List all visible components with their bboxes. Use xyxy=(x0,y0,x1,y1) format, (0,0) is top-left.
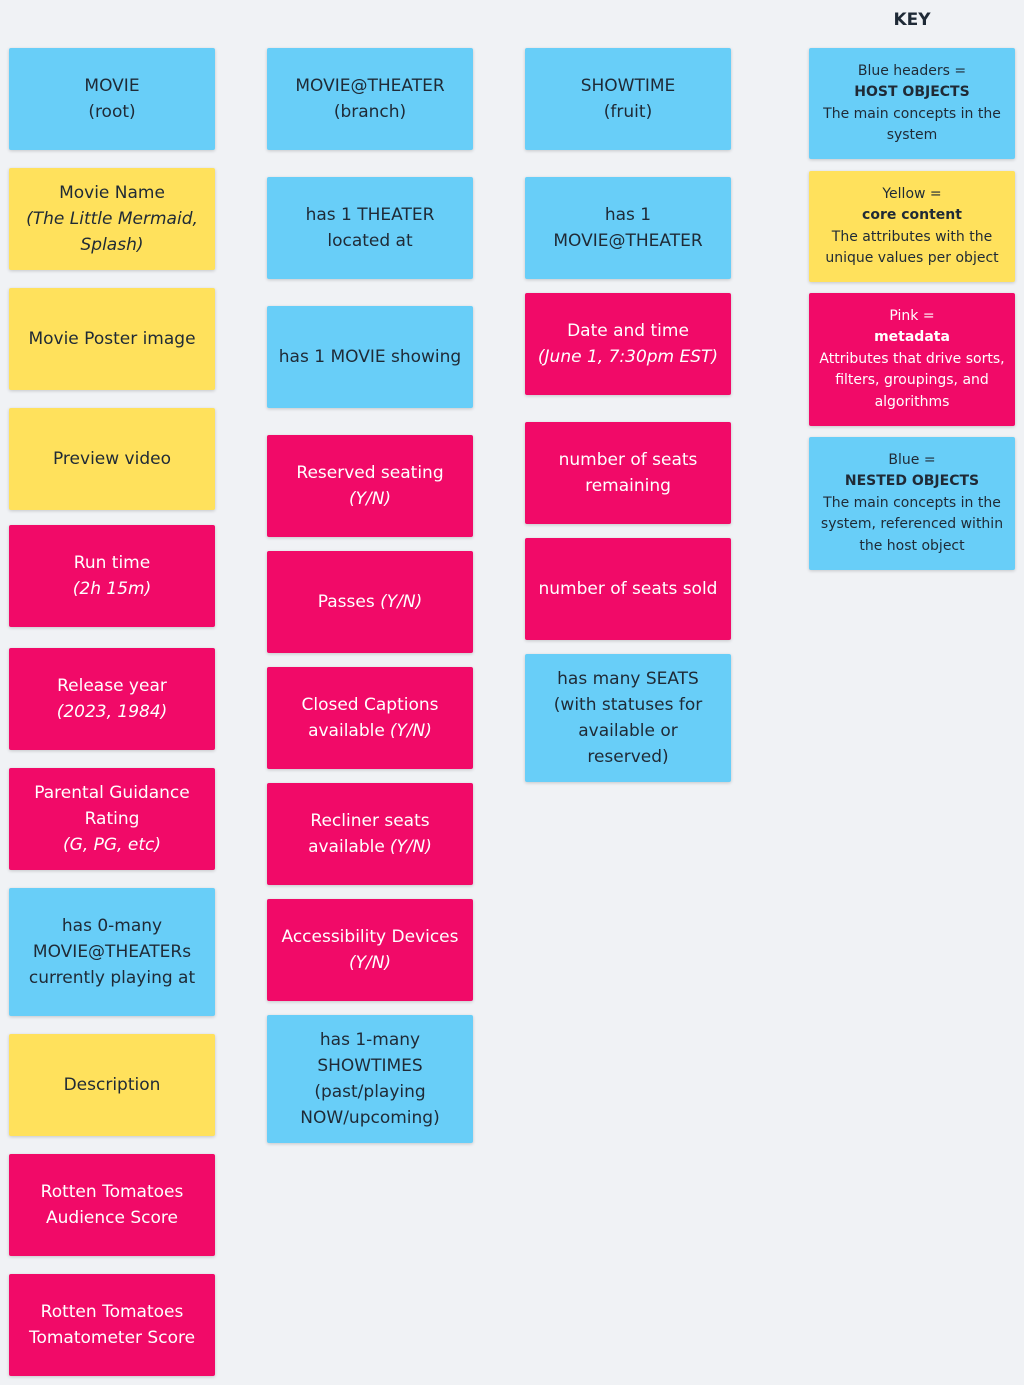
movie-runtime-label: Run time xyxy=(73,553,151,573)
movie-theater-reserved-note[interactable]: Reserved seating (Y/N) xyxy=(267,435,473,537)
key-host-line2: HOST OBJECTS xyxy=(854,84,970,100)
movie-theater-captions-text: Closed Captions available(Y/N) xyxy=(285,692,455,744)
movie-theaters-note[interactable]: has 0-many MOVIE@THEATERs currently play… xyxy=(9,888,215,1016)
movie-theater-showtimes-label: has 1-many SHOWTIMES (past/playing NOW/u… xyxy=(300,1030,440,1128)
key-metadata[interactable]: Pink = metadata Attributes that drive so… xyxy=(809,293,1015,426)
movie-theater-accessibility-label: Accessibility Devices xyxy=(281,927,459,947)
movie-name-label: Movie Name xyxy=(59,183,165,203)
showtime-datetime-label: Date and time xyxy=(567,321,689,341)
movie-theater-movie-note[interactable]: has 1 MOVIE showing xyxy=(267,306,473,408)
movie-theater-passes-line: Passes (Y/N) xyxy=(318,589,422,615)
movie-rating-note[interactable]: Parental Guidance Rating (G, PG, etc) xyxy=(9,768,215,870)
showtime-header-sub: (fruit) xyxy=(603,102,653,122)
key-core-line3: The attributes with the unique values pe… xyxy=(825,228,999,267)
key-nested-objects[interactable]: Blue = NESTED OBJECTS The main concepts … xyxy=(809,437,1015,570)
movie-name-example: (The Little Mermaid, Splash) xyxy=(26,209,198,255)
showtime-movie-theater-label: has 1 MOVIE@THEATER xyxy=(553,205,703,251)
movie-theater-showtimes-note[interactable]: has 1-many SHOWTIMES (past/playing NOW/u… xyxy=(267,1015,473,1143)
showtime-remaining-label: number of seats remaining xyxy=(558,450,698,496)
movie-description-note[interactable]: Description xyxy=(9,1034,215,1136)
movie-runtime-example: (2h 15m) xyxy=(72,579,152,599)
movie-release-note[interactable]: Release year (2023, 1984) xyxy=(9,648,215,750)
movie-preview-label: Preview video xyxy=(52,449,171,469)
movie-theater-passes-example: (Y/N) xyxy=(380,592,423,612)
movie-name-note[interactable]: Movie Name (The Little Mermaid, Splash) xyxy=(9,168,215,270)
movie-header-sub: (root) xyxy=(88,102,136,122)
key-core-line2: core content xyxy=(862,207,962,223)
movie-theater-header[interactable]: MOVIE@THEATER (branch) xyxy=(267,48,473,150)
movie-theater-captions-example: (Y/N) xyxy=(389,721,432,741)
showtime-remaining-note[interactable]: number of seats remaining xyxy=(525,422,731,524)
movie-rt-tomatometer-note[interactable]: Rotten Tomatoes Tomatometer Score xyxy=(9,1274,215,1376)
movie-theater-accessibility-note[interactable]: Accessibility Devices (Y/N) xyxy=(267,899,473,1001)
movie-preview-note[interactable]: Preview video xyxy=(9,408,215,510)
movie-release-label: Release year xyxy=(57,676,167,696)
key-host-line3: The main concepts in the system xyxy=(823,105,1001,144)
showtime-seats-note[interactable]: has many SEATS (with statuses for availa… xyxy=(525,654,731,782)
movie-description-label: Description xyxy=(63,1075,161,1095)
movie-theater-theater-note[interactable]: has 1 THEATER located at xyxy=(267,177,473,279)
movie-theaters-label: has 0-many MOVIE@THEATERs currently play… xyxy=(28,916,196,988)
movie-theater-recliner-note[interactable]: Recliner seats available(Y/N) xyxy=(267,783,473,885)
movie-rating-example: (G, PG, etc) xyxy=(63,835,161,855)
key-core-content[interactable]: Yellow = core content The attributes wit… xyxy=(809,171,1015,282)
showtime-datetime-note[interactable]: Date and time (June 1, 7:30pm EST) xyxy=(525,293,731,395)
showtime-datetime-example: (June 1, 7:30pm EST) xyxy=(537,347,719,367)
key-meta-line1: Pink = xyxy=(889,307,935,324)
movie-theater-recliner-label: Recliner seats available xyxy=(308,811,430,857)
key-meta-line2: metadata xyxy=(874,329,950,346)
movie-theater-theater-label: has 1 THEATER located at xyxy=(305,205,435,251)
showtime-sold-label: number of seats sold xyxy=(538,579,718,599)
movie-theater-reserved-example: (Y/N) xyxy=(348,489,392,509)
showtime-sold-note[interactable]: number of seats sold xyxy=(525,538,731,640)
movie-theater-passes-note[interactable]: Passes (Y/N) xyxy=(267,551,473,653)
showtime-header-name: SHOWTIME xyxy=(580,76,676,96)
movie-release-example: (2023, 1984) xyxy=(56,702,168,722)
key-host-line1: Blue headers = xyxy=(857,62,967,79)
movie-theater-header-name: MOVIE@THEATER xyxy=(295,76,445,96)
movie-theater-recliner-text: Recliner seats available(Y/N) xyxy=(285,808,455,860)
movie-header-name: MOVIE xyxy=(84,76,140,96)
movie-theater-reserved-label: Reserved seating xyxy=(296,463,444,483)
key-host-objects[interactable]: Blue headers = HOST OBJECTS The main con… xyxy=(809,48,1015,159)
movie-theater-movie-label: has 1 MOVIE showing xyxy=(278,347,462,367)
showtime-header[interactable]: SHOWTIME (fruit) xyxy=(525,48,731,150)
key-meta-line3: Attributes that drive sorts, filters, gr… xyxy=(819,350,1005,410)
key-title: KEY xyxy=(893,10,931,30)
movie-header[interactable]: MOVIE (root) xyxy=(9,48,215,150)
movie-theater-passes-label: Passes xyxy=(317,592,375,612)
movie-theater-captions-note[interactable]: Closed Captions available(Y/N) xyxy=(267,667,473,769)
movie-rt-tomatometer-label: Rotten Tomatoes Tomatometer Score xyxy=(28,1302,196,1348)
key-nested-line2: NESTED OBJECTS xyxy=(844,473,980,490)
movie-rt-audience-note[interactable]: Rotten Tomatoes Audience Score xyxy=(9,1154,215,1256)
movie-theater-accessibility-example: (Y/N) xyxy=(348,953,392,973)
movie-runtime-note[interactable]: Run time (2h 15m) xyxy=(9,525,215,627)
key-nested-line3: The main concepts in the system, referen… xyxy=(820,494,1004,554)
key-nested-line1: Blue = xyxy=(888,451,936,468)
movie-rating-label: Parental Guidance Rating xyxy=(34,783,190,829)
key-core-line1: Yellow = xyxy=(882,185,942,202)
movie-poster-label: Movie Poster image xyxy=(28,329,196,349)
movie-rt-audience-label: Rotten Tomatoes Audience Score xyxy=(40,1182,184,1228)
movie-theater-captions-label: Closed Captions available xyxy=(301,695,439,741)
movie-theater-recliner-example: (Y/N) xyxy=(389,837,432,857)
showtime-seats-label: has many SEATS (with statuses for availa… xyxy=(553,669,703,767)
showtime-movie-theater-note[interactable]: has 1 MOVIE@THEATER xyxy=(525,177,731,279)
movie-theater-header-sub: (branch) xyxy=(333,102,407,122)
movie-poster-note[interactable]: Movie Poster image xyxy=(9,288,215,390)
